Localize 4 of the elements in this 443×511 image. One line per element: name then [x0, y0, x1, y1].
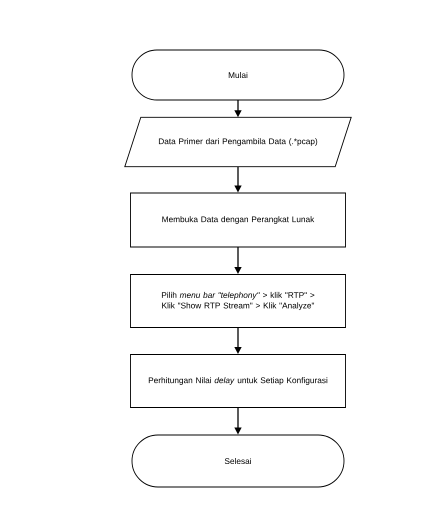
process-box: Membuka Data dengan Perangkat Lunak [130, 192, 346, 248]
process-box: Pilih menu bar "telephony" > klik "RTP" > Klik "Show RTP Stream" > Klik "Analyze" [130, 274, 346, 328]
process-box: Perhitungan Nilai delay untuk Setiap Konfigurasi [130, 354, 346, 408]
data-parallelogram: Data Primer dari Pengambila Data (.*pcap) [124, 116, 352, 168]
